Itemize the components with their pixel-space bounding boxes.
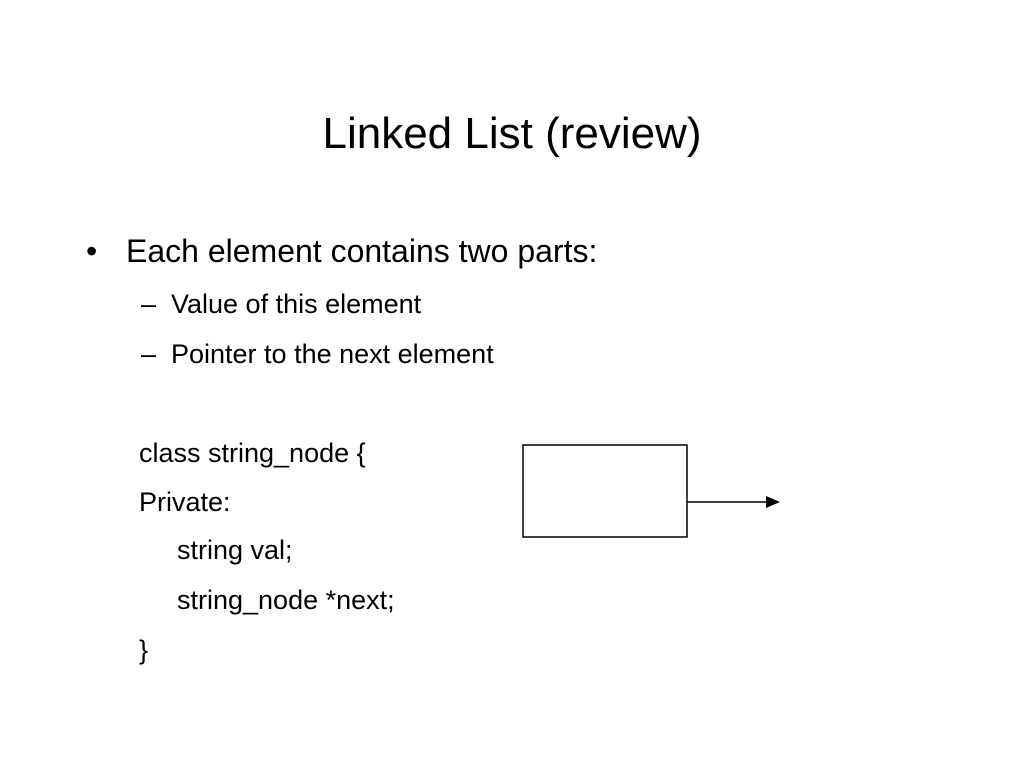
sub-bullet-text: Pointer to the next element xyxy=(171,339,494,369)
node-box xyxy=(522,444,688,538)
code-line-next-member: string_node *next; xyxy=(177,585,395,615)
sub-bullet-item: –Value of this element xyxy=(141,284,421,324)
code-line-class-decl: class string_node { xyxy=(139,438,366,468)
sub-bullet-text: Value of this element xyxy=(171,289,422,319)
slide-title: Linked List (review) xyxy=(322,109,702,158)
code-line-closing-brace: } xyxy=(139,635,149,665)
sub-bullet-marker: – xyxy=(141,289,157,319)
code-line-val-member: string val; xyxy=(177,535,293,565)
linked-list-node-diagram xyxy=(522,444,780,538)
sub-bullet-item: –Pointer to the next element xyxy=(141,334,494,374)
code-line-private: Private: xyxy=(139,487,231,517)
sub-bullet-marker: – xyxy=(141,339,157,369)
bullet-item: • Each element contains two parts: xyxy=(86,228,597,274)
pointer-arrowhead xyxy=(766,496,780,508)
bullet-marker: • xyxy=(86,233,98,269)
bullet-text: Each element contains two parts: xyxy=(126,233,598,269)
